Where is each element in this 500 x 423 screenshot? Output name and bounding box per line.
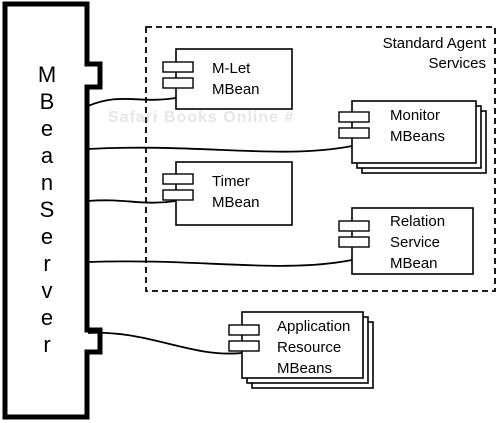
component-port-icon (162, 61, 194, 73)
component-port-icon (338, 220, 370, 232)
standard-agent-title-line1: Standard Agent (383, 35, 487, 52)
mbean-server-shape (2, 1, 103, 420)
mbean-server-letter: n (41, 170, 53, 195)
timer-label-line1: Timer (212, 173, 250, 190)
component-port-icon (338, 111, 370, 123)
mlet-label-line1: M-Let (212, 60, 251, 77)
relation-label-line3: MBean (390, 255, 438, 272)
connector-mlet (87, 97, 177, 107)
component-port-icon (162, 77, 194, 89)
mbean-server-letter: B (40, 89, 55, 114)
component-port-icon (228, 340, 260, 352)
monitor-label-line1: Monitor (390, 107, 440, 124)
connector-monitor (87, 145, 353, 153)
component-port-icon (338, 236, 370, 248)
application-label-line3: MBeans (277, 360, 332, 377)
mbean-server-letter: S (40, 197, 55, 222)
mlet-mbean-component: M-Let MBean (162, 48, 293, 110)
mbean-server-label: M B e a n S e r v e r (38, 62, 56, 357)
application-label-line1: Application (277, 318, 350, 335)
application-resource-mbeans-component: Application Resource MBeans (228, 311, 374, 389)
standard-agent-title-line2: Services (428, 55, 486, 72)
standard-agent-services-region (145, 26, 496, 292)
relation-label-line2: Service (390, 234, 440, 251)
timer-label-line2: MBean (212, 194, 260, 211)
watermark-text: Safari Books Online # (108, 109, 294, 126)
connector-timer (87, 199, 177, 204)
relation-label-line1: Relation (390, 213, 445, 230)
mbean-server-letter: e (41, 224, 53, 249)
connector-relation (87, 259, 353, 267)
component-port-icon (338, 127, 370, 139)
component-port-icon (228, 324, 260, 336)
mbean-server-letter: r (43, 332, 50, 357)
connector-application (87, 331, 243, 355)
relation-service-mbean-component: Relation Service MBean (338, 207, 474, 275)
mbean-server-letter: e (41, 116, 53, 141)
component-port-icon (162, 189, 194, 201)
mbean-server-letter: r (43, 251, 50, 276)
component-port-icon (162, 173, 194, 185)
application-label-line2: Resource (277, 339, 341, 356)
mlet-label-line2: MBean (212, 81, 260, 98)
mbean-server-letter: v (42, 278, 53, 303)
timer-mbean-component: Timer MBean (162, 161, 293, 226)
mbean-server-letter: M (38, 62, 56, 87)
mbean-server-letter: a (41, 143, 54, 168)
mbean-server-letter: e (41, 305, 53, 330)
monitor-mbeans-component: Monitor MBeans (338, 100, 487, 174)
monitor-label-line2: MBeans (390, 128, 445, 145)
